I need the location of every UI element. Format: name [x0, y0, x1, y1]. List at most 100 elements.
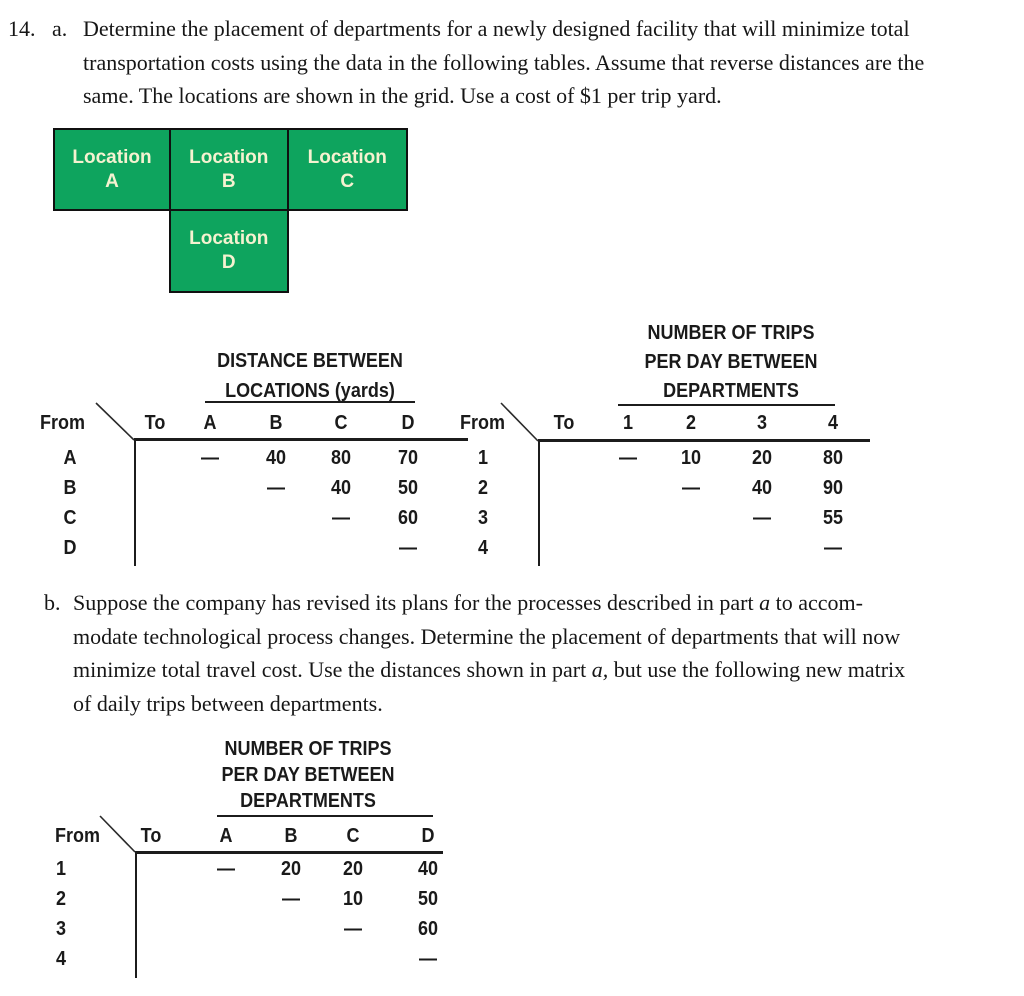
col-header: C: [346, 825, 360, 847]
row-label: A: [63, 447, 77, 469]
part-b-text: to accom-: [770, 590, 863, 615]
cell-value: —: [682, 477, 700, 499]
row-label: 1: [477, 447, 489, 469]
cell-value: —: [619, 447, 637, 469]
title-rule: [205, 401, 415, 403]
cell-value: 50: [397, 477, 419, 499]
header-rule: [538, 439, 870, 442]
cell-value: —: [824, 537, 842, 559]
table-title: DISTANCE BETWEEN: [217, 350, 403, 372]
table-title: NUMBER OF TRIPS: [224, 738, 392, 760]
cell-value: 60: [397, 507, 419, 529]
part-a-label: a.: [52, 16, 68, 41]
col-header: 3: [756, 412, 768, 434]
problem-number: 14.: [8, 16, 36, 41]
location-box-label: Location: [307, 146, 387, 168]
location-box-label: Location: [189, 146, 269, 168]
cell-value: —: [282, 888, 300, 910]
row-label: 2: [477, 477, 489, 499]
location-box-a: Location A: [53, 128, 171, 211]
part-b-line: Suppose the company has revised its plan…: [73, 586, 863, 620]
part-b-line: minimize total travel cost. Use the dist…: [73, 653, 905, 687]
location-box-letter: B: [221, 170, 236, 192]
to-label: To: [140, 825, 162, 847]
location-box-label: Location: [189, 227, 269, 249]
table-title: DEPARTMENTS: [663, 380, 799, 402]
from-label: From: [55, 825, 100, 847]
cell-value: —: [201, 447, 219, 469]
location-box-label: Location: [72, 146, 152, 168]
stub-rule: [538, 439, 540, 566]
part-b-italic: a,: [591, 657, 609, 682]
cell-value: —: [267, 477, 285, 499]
location-box-letter: A: [105, 170, 119, 192]
cell-value: 80: [330, 447, 352, 469]
row-label: 4: [477, 537, 489, 559]
col-header: B: [284, 825, 298, 847]
cell-value: 60: [417, 918, 439, 940]
location-box-letter: D: [221, 251, 236, 273]
part-a-line: Determine the placement of departments f…: [83, 16, 910, 41]
cell-value: —: [419, 948, 437, 970]
row-label: B: [63, 477, 77, 499]
part-a-line: transportation costs using the data in t…: [83, 49, 925, 75]
col-header: D: [401, 412, 415, 434]
title-rule: [217, 815, 433, 817]
col-header: C: [334, 412, 348, 434]
cell-value: —: [344, 918, 362, 940]
row-label: 2: [55, 888, 67, 910]
cell-value: 20: [280, 858, 302, 880]
table-title: NUMBER OF TRIPS: [647, 322, 815, 344]
cell-value: 90: [822, 477, 844, 499]
cell-value: —: [217, 858, 235, 880]
row-label: 4: [55, 948, 67, 970]
cell-value: —: [399, 537, 417, 559]
location-box-c: Location C: [286, 128, 408, 211]
location-box-letter: C: [340, 170, 355, 192]
location-box-d: Location D: [168, 208, 289, 293]
part-b-text: but use the following new matrix: [608, 657, 906, 682]
row-label: 3: [477, 507, 489, 529]
part-b-text: Suppose the company has revised its plan…: [73, 590, 760, 615]
row-label: D: [63, 537, 77, 559]
to-label: To: [553, 412, 575, 434]
part-b-italic: a: [759, 590, 771, 615]
cell-value: 20: [751, 447, 773, 469]
cell-value: 40: [751, 477, 773, 499]
table-title: DEPARTMENTS: [240, 790, 376, 812]
stub-rule: [134, 438, 136, 566]
to-label: To: [144, 412, 166, 434]
from-label: From: [460, 412, 505, 434]
row-label: 3: [55, 918, 67, 940]
cell-value: —: [332, 507, 350, 529]
from-label: From: [40, 412, 85, 434]
table-title: LOCATIONS (yards): [225, 380, 395, 402]
col-header: 1: [622, 412, 634, 434]
location-box-b: Location B: [168, 128, 289, 211]
title-rule: [618, 404, 835, 406]
header-rule: [134, 438, 468, 441]
cell-value: 80: [822, 447, 844, 469]
cell-value: 10: [680, 447, 702, 469]
row-label: C: [63, 507, 77, 529]
part-b-line: modate technological process changes. De…: [73, 623, 901, 649]
cell-value: 40: [417, 858, 439, 880]
part-a-line: same. The locations are shown in the gri…: [83, 83, 722, 108]
stub-rule: [135, 851, 137, 978]
col-header: 4: [827, 412, 839, 434]
part-b-line: of daily trips between departments.: [73, 690, 383, 716]
part-b-label: b.: [44, 590, 61, 615]
col-header: 2: [685, 412, 697, 434]
cell-value: 20: [342, 858, 364, 880]
cell-value: 70: [397, 447, 419, 469]
col-header: B: [269, 412, 283, 434]
col-header: A: [219, 825, 233, 847]
cell-value: —: [753, 507, 771, 529]
col-header: D: [421, 825, 435, 847]
table-title: PER DAY BETWEEN: [644, 351, 818, 373]
cell-value: 10: [342, 888, 364, 910]
col-header: A: [203, 412, 217, 434]
part-b-text: minimize total travel cost. Use the dist…: [73, 657, 592, 682]
cell-value: 50: [417, 888, 439, 910]
